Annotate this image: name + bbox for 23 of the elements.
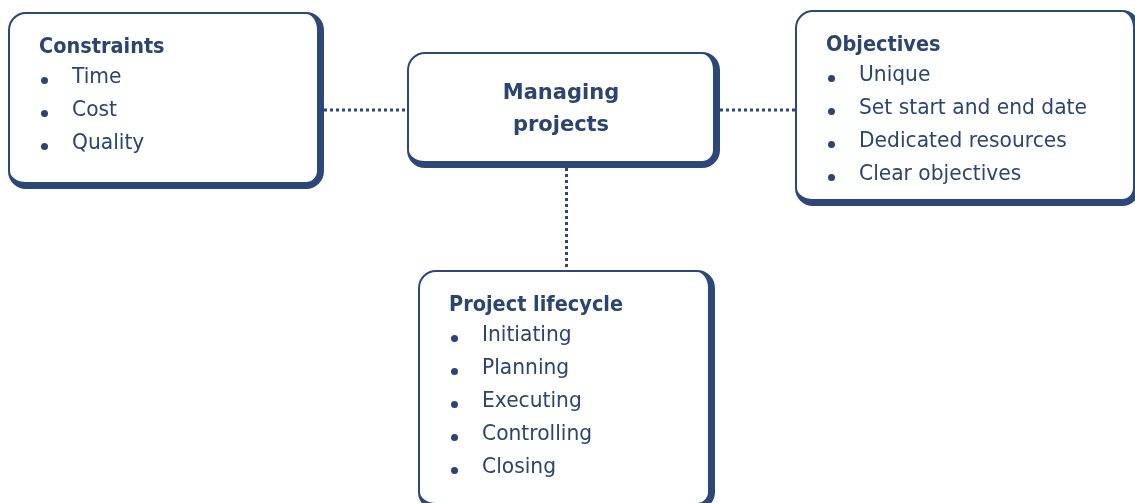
list-item: Clear objectives [859, 160, 1022, 185]
list-item: Closing [482, 453, 556, 478]
dotted-connector [565, 168, 568, 270]
list-item: Dedicated resources [859, 127, 1067, 152]
list-item: Planning [482, 354, 570, 379]
list-item: Quality [72, 129, 145, 154]
list-item: Cost [72, 96, 117, 121]
list-item: Initiating [482, 321, 572, 346]
list-box [8, 12, 324, 189]
box-heading: Constraints [39, 34, 165, 58]
box-heading: Objectives [826, 32, 941, 56]
list-box [418, 270, 715, 503]
list-item: Executing [482, 387, 582, 412]
box-heading: Project lifecycle [449, 292, 624, 316]
list-item: Time [72, 63, 122, 88]
topic-title: Managing projects [501, 78, 621, 138]
list-item: Controlling [482, 420, 593, 445]
list-item: Unique [859, 61, 931, 86]
list-item: Set start and end date [859, 94, 1087, 119]
dotted-connector [720, 108, 795, 112]
topic-box [407, 52, 720, 168]
list-box [795, 10, 1135, 206]
dotted-connector [324, 108, 407, 112]
